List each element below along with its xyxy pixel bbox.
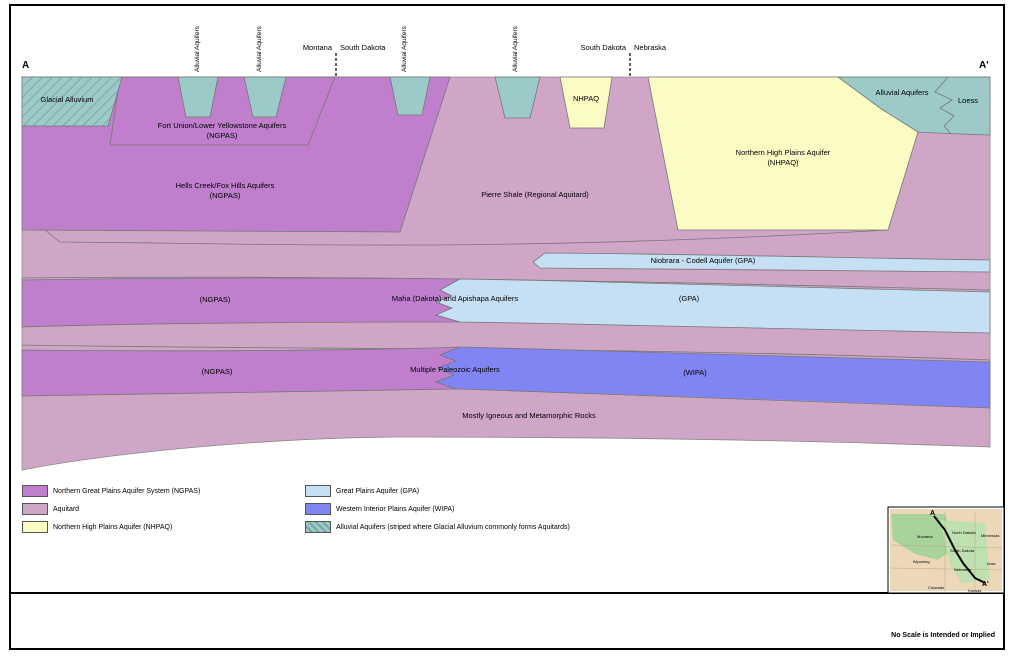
inset-kansas: Kansas [968, 588, 981, 593]
state-montana: Montana [303, 43, 333, 52]
nhpaq-main-label: Northern High Plains Aquifer [736, 148, 831, 157]
inset-a-prime-label: A' [982, 581, 989, 588]
inset-minnesota: Minnesota [981, 533, 1000, 538]
nhpaq-small [559, 76, 613, 129]
scale-note: No Scale is Intended or Implied [891, 632, 995, 639]
glacial-alluvium [21, 76, 123, 127]
alluvial-channel-4 [494, 76, 541, 119]
fort-union-abbr: (NGPAS) [207, 131, 238, 140]
hells-creek-label: Hells Creek/Fox Hills Aquifers [176, 181, 275, 190]
legend-item-wipa: Western Interior Plains Aquifer (WIPA) [305, 503, 454, 515]
state-south-dakota-1: South Dakota [340, 43, 386, 52]
inset-north-dakota: North Dakota [952, 530, 976, 535]
legend-swatch [305, 503, 331, 515]
inset-nebraska: Nebraska [954, 567, 972, 572]
hells-creek-abbr: (NGPAS) [210, 191, 241, 200]
footer-divider [9, 592, 1005, 594]
map-frame [9, 4, 1005, 650]
inset-south-dakota: South Dakota [950, 548, 975, 553]
legend-item-alluvial: Alluvial Aquifers (striped where Glacial… [305, 521, 570, 533]
maha-gpa [434, 278, 991, 334]
paleozoic-wipa [434, 346, 991, 409]
inset-wyoming: Wyoming [913, 559, 930, 564]
loess-label: Loess [958, 96, 978, 105]
inset-montana: Montana [917, 534, 933, 539]
inset-a-label: A [930, 510, 935, 517]
alluvial-right-label: Alluvial Aquifers [876, 88, 929, 97]
inset-green-belt [940, 520, 990, 583]
inset-iowa: Iowa [987, 561, 996, 566]
legend-swatch [305, 521, 331, 533]
legend-item-aquitard: Aquitard [22, 503, 79, 515]
alluvial-channel-1 [177, 76, 219, 118]
alluvial-label-2: Alluvial Aquifers [256, 25, 263, 72]
alluvial-channel-3 [389, 76, 431, 116]
legend-item-nhpaq: Northern High Plains Aquifer (NHPAQ) [22, 521, 172, 533]
maha-gpa-label: (GPA) [679, 294, 700, 303]
fort-union-label: Fort Union/Lower Yellowstone Aquifers [158, 121, 287, 130]
legend-swatch [305, 485, 331, 497]
nhpaq-main-abbr: (NHPAQ) [767, 158, 799, 167]
nhpaq-small-label: NHPAQ [573, 94, 599, 103]
state-south-dakota-2: South Dakota [581, 43, 627, 52]
pierre-shale-label: Pierre Shale (Regional Aquitard) [481, 190, 589, 199]
alluvial-label-1: Alluvial Aquifers [194, 25, 201, 72]
inset-section-line [933, 515, 986, 584]
alluvial-right [836, 76, 991, 136]
paleo-ngpas-label: (NGPAS) [202, 367, 233, 376]
legend-item-ngpas: Northern Great Plains Aquifer System (NG… [22, 485, 200, 497]
igneous-label: Mostly Igneous and Metamorphic Rocks [462, 411, 596, 420]
paleozoic-label: Multiple Paleozoic Aquifers [410, 365, 500, 374]
legend-swatch [22, 503, 48, 515]
inset-colorado: Colorado [928, 585, 945, 590]
section-end-label: A' [979, 60, 989, 71]
inset-ngpas-region [891, 514, 955, 560]
paleo-wipa-label: (WIPA) [683, 368, 707, 377]
alluvial-label-4: Alluvial Aquifers [512, 25, 519, 72]
alluvial-labels: Alluvial Aquifers Alluvial Aquifers Allu… [194, 25, 519, 72]
legend-swatch [22, 521, 48, 533]
state-nebraska: Nebraska [634, 43, 667, 52]
alluvial-label-3: Alluvial Aquifers [401, 25, 408, 72]
loess-boundary [934, 76, 955, 134]
maha-ngpas-label: (NGPAS) [200, 295, 231, 304]
paleozoic-ngpas [21, 346, 461, 397]
niobrara-label: Niobrara - Codell Aquifer (GPA) [651, 256, 756, 265]
alluvial-channel-2 [243, 76, 287, 118]
section-start-label: A [22, 60, 29, 71]
glacial-alluvium-label: Glacial Alluvium [41, 95, 94, 104]
inset-map: A A' Montana North Dakota Minnesota Sout… [887, 506, 1005, 594]
legend-swatch [22, 485, 48, 497]
legend-item-gpa: Great Plains Aquifer (GPA) [305, 485, 419, 497]
maha-label: Maha (Dakota) and Apishapa Aquifers [392, 294, 519, 303]
